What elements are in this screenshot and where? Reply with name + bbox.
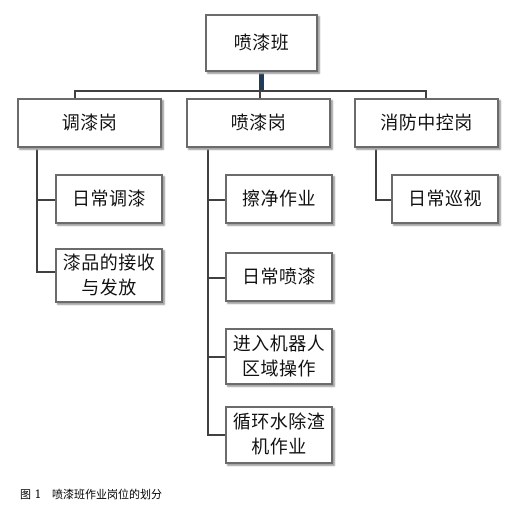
branch-drop-1	[74, 90, 76, 100]
branch-3-tick-1	[375, 199, 392, 201]
branch-2-tick-4	[207, 434, 226, 436]
branch-bus-line	[74, 90, 427, 92]
branch-1-tick-2	[36, 271, 56, 273]
child-label-3-1: 日常巡视	[408, 188, 482, 210]
child-node-2-3: 进入机器人 区域操作	[225, 328, 333, 385]
branch-3-spine	[375, 147, 377, 201]
branch-1-spine	[36, 147, 38, 272]
branch-2-tick-2	[207, 277, 226, 279]
child-label-2-2: 日常喷漆	[242, 266, 316, 288]
branch-drop-2	[259, 90, 261, 100]
child-node-1-2: 漆品的接收 与发放	[55, 248, 163, 303]
child-node-2-4: 循环水除渣 机作业	[225, 406, 333, 464]
child-node-2-1: 擦净作业	[225, 174, 333, 224]
branch-node-3: 消防中控岗	[354, 98, 499, 148]
root-label: 喷漆班	[233, 32, 290, 54]
branch-label-1: 调漆岗	[61, 112, 118, 134]
child-label-1-2: 漆品的接收 与发放	[62, 252, 156, 299]
child-label-2-1: 擦净作业	[242, 188, 316, 210]
branch-2-spine	[207, 147, 209, 436]
branch-1-tick-1	[36, 199, 56, 201]
branch-drop-3	[425, 90, 427, 100]
branch-2-tick-1	[207, 199, 226, 201]
child-node-2-2: 日常喷漆	[225, 252, 333, 302]
child-node-3-1: 日常巡视	[391, 174, 499, 224]
branch-node-2: 喷漆岗	[186, 98, 331, 148]
branch-2-tick-3	[207, 356, 226, 358]
root-node: 喷漆班	[205, 14, 318, 72]
root-connector	[259, 71, 264, 92]
child-label-2-3: 进入机器人 区域操作	[232, 333, 326, 380]
branch-label-3: 消防中控岗	[380, 112, 473, 134]
branch-label-2: 喷漆岗	[230, 112, 287, 134]
child-label-2-4: 循环水除渣 机作业	[232, 412, 326, 458]
child-node-1-1: 日常调漆	[55, 174, 163, 224]
branch-node-1: 调漆岗	[17, 98, 162, 148]
child-label-1-1: 日常调漆	[72, 188, 146, 210]
figure-caption: 图 1 喷漆班作业岗位的划分	[20, 488, 162, 501]
